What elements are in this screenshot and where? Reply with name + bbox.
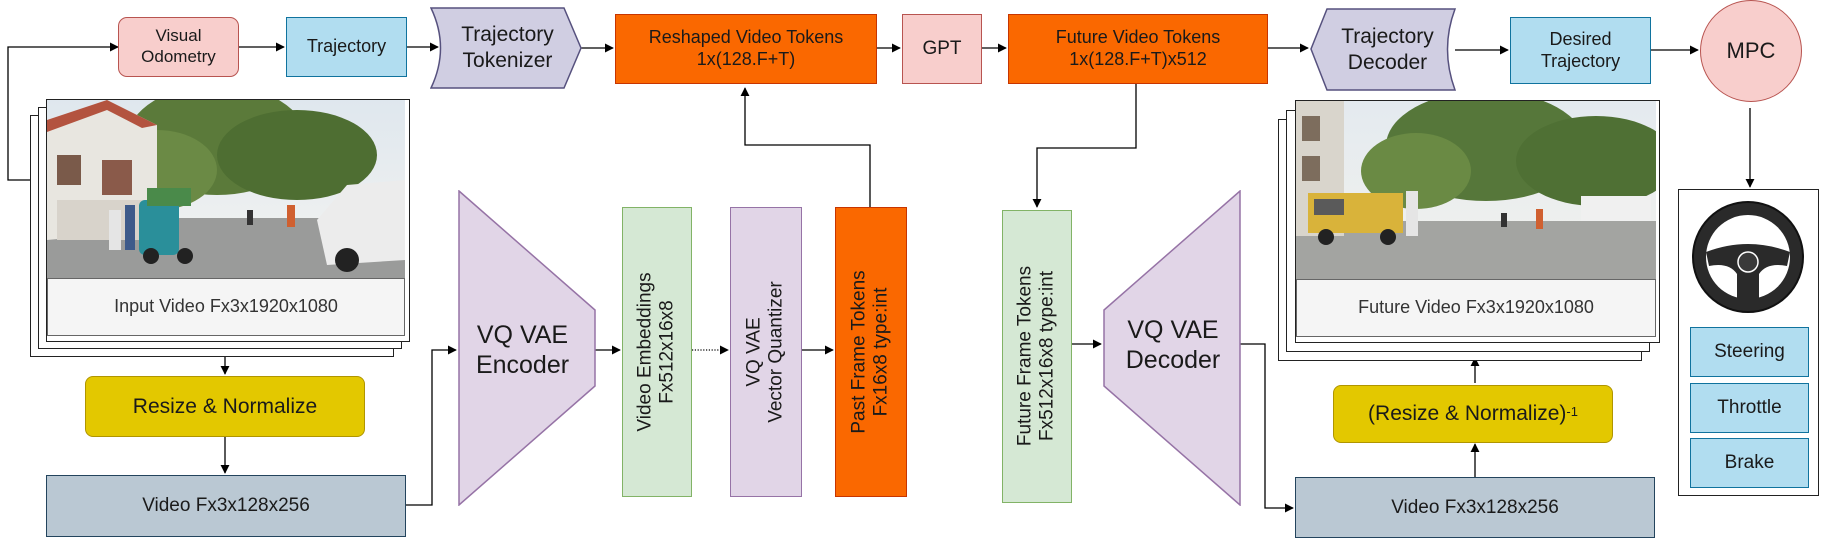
vq-vae-decoder-label: VQ VAE Decoder (1125, 315, 1221, 375)
input-video-frame (47, 100, 405, 278)
inverse-resize-normalize-label: (Resize & Normalize) (1368, 402, 1567, 426)
steering-wheel-icon (1692, 201, 1804, 313)
vector-quantizer-box (730, 207, 802, 497)
video-embeddings-label: Video Embeddings Fx512x16x8 (634, 272, 678, 432)
future-video-tokens-box: Future Video Tokens 1x(128.F+T)x512 (1008, 14, 1268, 84)
trajectory-decoder-label: Trajectory Decoder (1341, 24, 1434, 74)
gpt-box: GPT (902, 14, 982, 84)
input-video-caption: Input Video Fx3x1920x1080 (47, 278, 405, 336)
arrow-small-video-to-encoder (406, 345, 457, 506)
trajectory-box: Trajectory (286, 17, 407, 77)
street-scene-image (47, 100, 405, 278)
arrow-past-tokens-to-reshaped (740, 87, 871, 207)
mpc-circle: MPC (1700, 0, 1802, 102)
inverse-superscript: -1 (1566, 404, 1578, 420)
past-frame-tokens-box (835, 207, 907, 497)
arrow-input-to-odometry (7, 42, 119, 181)
inverse-resize-normalize-box: (Resize & Normalize)-1 (1333, 385, 1613, 443)
brake-box: Brake (1690, 438, 1809, 488)
steering-box: Steering (1690, 327, 1809, 377)
arrow-vq-decoder-to-small-video (1238, 343, 1294, 513)
trajectory-tokenizer-shape (430, 7, 582, 89)
desired-trajectory-box: Desired Trajectory (1510, 17, 1651, 84)
reshaped-video-tokens-box: Reshaped Video Tokens 1x(128.F+T) (615, 14, 877, 84)
visual-odometry-box: Visual Odometry (118, 17, 239, 77)
future-video-caption: Future Video Fx3x1920x1080 (1296, 279, 1656, 337)
arrow-future-tokens-to-frame-tokens (1032, 84, 1137, 208)
throttle-box: Throttle (1690, 383, 1809, 433)
vq-vae-encoder-label: VQ VAE Encoder (475, 320, 570, 380)
vector-quantizer-label: VQ VAE Vector Quantizer (743, 281, 787, 423)
small-video-output-box: Video Fx3x128x256 (1295, 477, 1655, 538)
vq-vae-decoder-shape (1103, 190, 1241, 506)
video-embeddings-box (622, 207, 692, 497)
vq-vae-encoder-shape (458, 190, 596, 506)
small-video-input-box: Video Fx3x128x256 (46, 475, 406, 537)
future-street-scene-image (1296, 101, 1656, 279)
future-frame-tokens-box (1002, 210, 1072, 503)
past-frame-tokens-label: Past Frame Tokens Fx16x8 type:int (848, 270, 892, 434)
future-frame-tokens-label: Future Frame Tokens Fx512x16x8 type:int (1014, 265, 1058, 447)
trajectory-tokenizer-label: Trajectory Tokenizer (461, 23, 554, 72)
resize-normalize-box: Resize & Normalize (85, 376, 365, 437)
future-video-frame (1296, 101, 1656, 279)
trajectory-decoder-shape (1310, 8, 1457, 91)
